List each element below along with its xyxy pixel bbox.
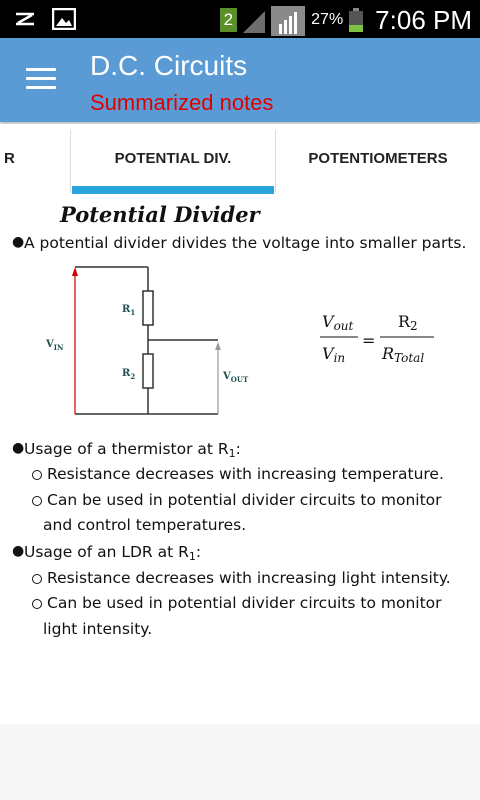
cell-signal-icon (271, 6, 306, 36)
tab-divider (275, 130, 276, 192)
label-r1: R1 (122, 304, 135, 317)
ldr-title: Usage of an LDR at R1: (24, 543, 202, 563)
svg-text:Vout: Vout (322, 312, 354, 333)
sub-bullet-icon (32, 470, 42, 480)
svg-text:RTotal: RTotal (381, 344, 424, 365)
active-tab-indicator (72, 186, 274, 194)
thermistor-point-2-cont: and control temperatures. (43, 516, 247, 534)
notes-content: Potential Divider ● A potential divider … (0, 194, 480, 724)
bullet-icon: ● (12, 234, 25, 250)
tab-potential-divider[interactable]: POTENTIAL DIV. (114, 150, 232, 167)
ldr-point-2: Can be used in potential divider circuit… (47, 594, 442, 612)
potential-divider-formula: Vout Vin R2 RTotal = (320, 312, 434, 365)
svg-text:=: = (362, 331, 375, 350)
status-bar: 2 27% 7:06 PM (0, 0, 480, 38)
status-notifications (14, 8, 76, 30)
notification-count-badge: 2 (219, 8, 238, 32)
label-vout: VOUT (222, 371, 249, 384)
battery-icon (349, 8, 364, 32)
ldr-point-2-cont: light intensity. (43, 620, 153, 638)
clock: 7:06 PM (375, 4, 472, 35)
label-vin: VIN (45, 339, 64, 352)
battery-percent: 27% (311, 11, 344, 28)
svg-text:Vin: Vin (322, 344, 345, 365)
signal-wave-icon (16, 12, 34, 26)
section-heading: Potential Divider (60, 202, 260, 227)
ldr-point-1: Resistance decreases with increasing lig… (47, 569, 451, 587)
app-subtitle: Summarized notes (90, 90, 274, 115)
image-notification-icon (52, 8, 76, 30)
bullet-icon: ● (12, 543, 25, 559)
app-bar: D.C. Circuits Summarized notes (0, 38, 480, 122)
sub-bullet-icon (32, 599, 42, 609)
tab-potentiometers[interactable]: POTENTIOMETERS (308, 150, 448, 167)
menu-icon[interactable] (26, 68, 56, 92)
thermistor-title: Usage of a thermistor at R1: (24, 440, 241, 460)
status-indicators: 2 27% 7:06 PM (219, 4, 472, 36)
label-r2: R2 (122, 368, 135, 381)
app-title: D.C. Circuits (90, 50, 248, 81)
tab-divider (70, 130, 71, 192)
tab-bar: R POTENTIAL DIV. POTENTIOMETERS (0, 124, 480, 194)
wifi-signal-icon (243, 11, 266, 33)
thermistor-point-1: Resistance decreases with increasing tem… (47, 465, 444, 483)
sub-bullet-icon (32, 496, 42, 506)
sub-bullet-icon (32, 574, 42, 584)
thermistor-point-2: Can be used in potential divider circuit… (47, 491, 442, 509)
intro-text: A potential divider divides the voltage … (24, 234, 467, 252)
svg-text:R2: R2 (398, 312, 418, 333)
tab-resistors[interactable]: R (4, 150, 15, 167)
bullet-icon: ● (12, 440, 25, 456)
potential-divider-circuit-diagram: R1 R2 VIN VOUT (45, 266, 249, 415)
